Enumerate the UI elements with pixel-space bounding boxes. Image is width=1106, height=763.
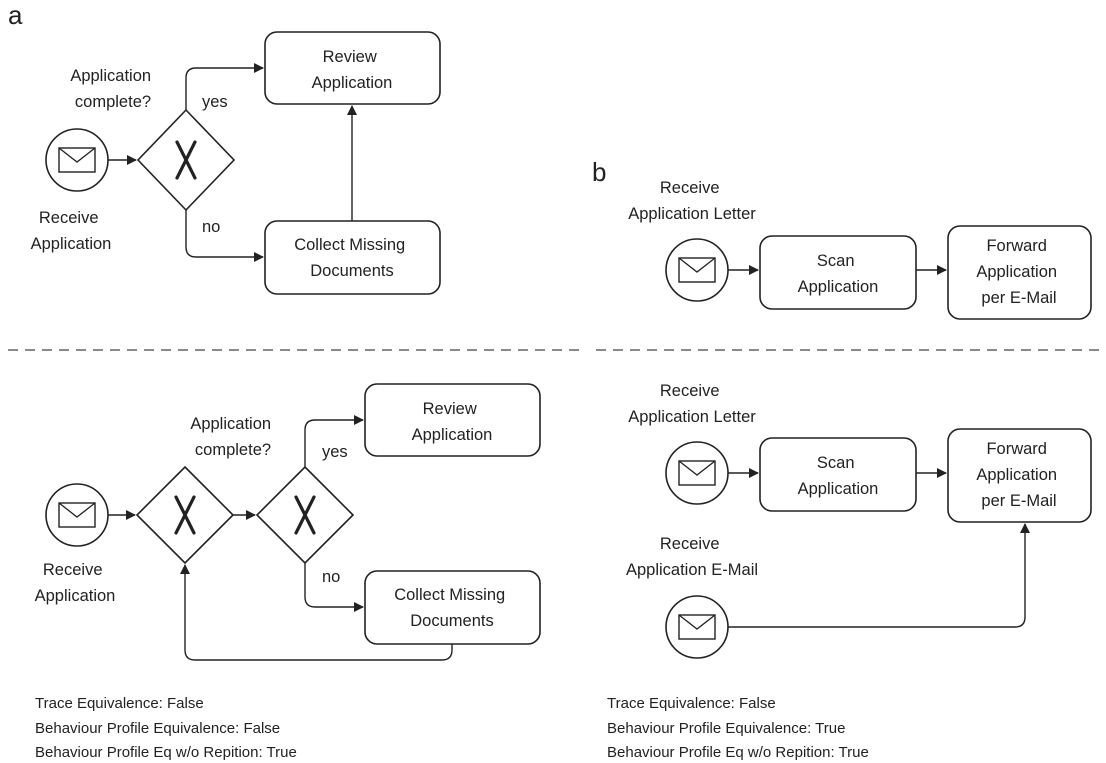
task-review-application: Review Application (264, 31, 441, 105)
envelope-icon (678, 257, 716, 283)
envelope-icon (58, 147, 96, 173)
task-forward-application: Forward Application per E-Mail (947, 428, 1092, 523)
exclusive-gateway-x-icon (175, 140, 197, 180)
start-event (45, 128, 109, 192)
svg-text:Scan Application: Scan Application (798, 454, 879, 498)
gateway-question-label: Application complete? (190, 415, 275, 459)
top-left-model: Receive Application Application complete… (31, 31, 441, 295)
svg-text:Forward Application: Forward Application per E-Mail (976, 440, 1061, 510)
task-forward-application: Forward Application per E-Mail (947, 225, 1092, 320)
no-label: no (322, 568, 340, 586)
svg-text:Review Application: Review Application (312, 48, 393, 92)
task-collect-missing-documents: Collect Missing Documents (364, 570, 541, 645)
envelope-icon (58, 502, 96, 528)
start-event-label: Receive Application (31, 209, 112, 253)
task-review-application: Review Application (364, 383, 541, 457)
no-label: no (202, 218, 220, 236)
bottom-left-model: Receive Application Application complete… (35, 383, 541, 761)
flow-gateway-no (185, 210, 264, 262)
svg-text:Forward Application: Forward Application per E-Mail (976, 237, 1061, 307)
svg-text:Scan Application: Scan Application (798, 252, 879, 296)
start-event-email (665, 595, 729, 659)
panel-label-b: b (592, 157, 606, 187)
exclusive-gateway (136, 108, 236, 212)
envelope-icon (678, 614, 716, 640)
equivalence-caption: Trace Equivalence: False Behaviour Profi… (35, 695, 297, 761)
envelope-icon (678, 460, 716, 486)
bottom-right-model: Receive Application Letter Receive Appli… (607, 382, 1092, 761)
yes-label: yes (202, 93, 228, 111)
flow-split-no (304, 563, 364, 612)
exclusive-gateway-split (255, 465, 355, 565)
flow-split-yes (304, 415, 364, 467)
flow-email-to-forward (728, 523, 1030, 628)
exclusive-gateway-x-icon (174, 495, 196, 535)
svg-text:Review Application: Review Application (412, 400, 493, 444)
yes-label: yes (322, 443, 348, 461)
start-event-email-label: Receive Application E-Mail (626, 535, 758, 579)
equivalence-caption: Trace Equivalence: False Behaviour Profi… (607, 695, 869, 761)
panel-label-a: a (8, 0, 23, 30)
flow-gateway-yes (185, 63, 264, 110)
svg-text:Collect Missing Docume: Collect Missing Documents (294, 236, 410, 280)
exclusive-gateway-x-icon (294, 495, 316, 535)
gateway-question-label: Application complete? (70, 67, 155, 111)
task-collect-missing-documents: Collect Missing Documents (264, 220, 441, 295)
task-scan-application: Scan Application (759, 437, 917, 512)
flow-collect-loop-back (180, 564, 453, 661)
task-scan-application: Scan Application (759, 235, 917, 310)
svg-text:Collect Missing Docume: Collect Missing Documents (394, 586, 510, 630)
start-event-letter-label: Receive Application Letter (628, 382, 756, 426)
exclusive-gateway-merge (135, 465, 235, 565)
start-event-label: Receive Application Letter (628, 179, 756, 223)
start-event (45, 483, 109, 547)
start-event-label: Receive Application (35, 561, 116, 605)
start-event-letter (665, 441, 729, 505)
top-right-model: Receive Application Letter Scan Applicat… (628, 179, 1092, 320)
start-event (665, 238, 729, 302)
